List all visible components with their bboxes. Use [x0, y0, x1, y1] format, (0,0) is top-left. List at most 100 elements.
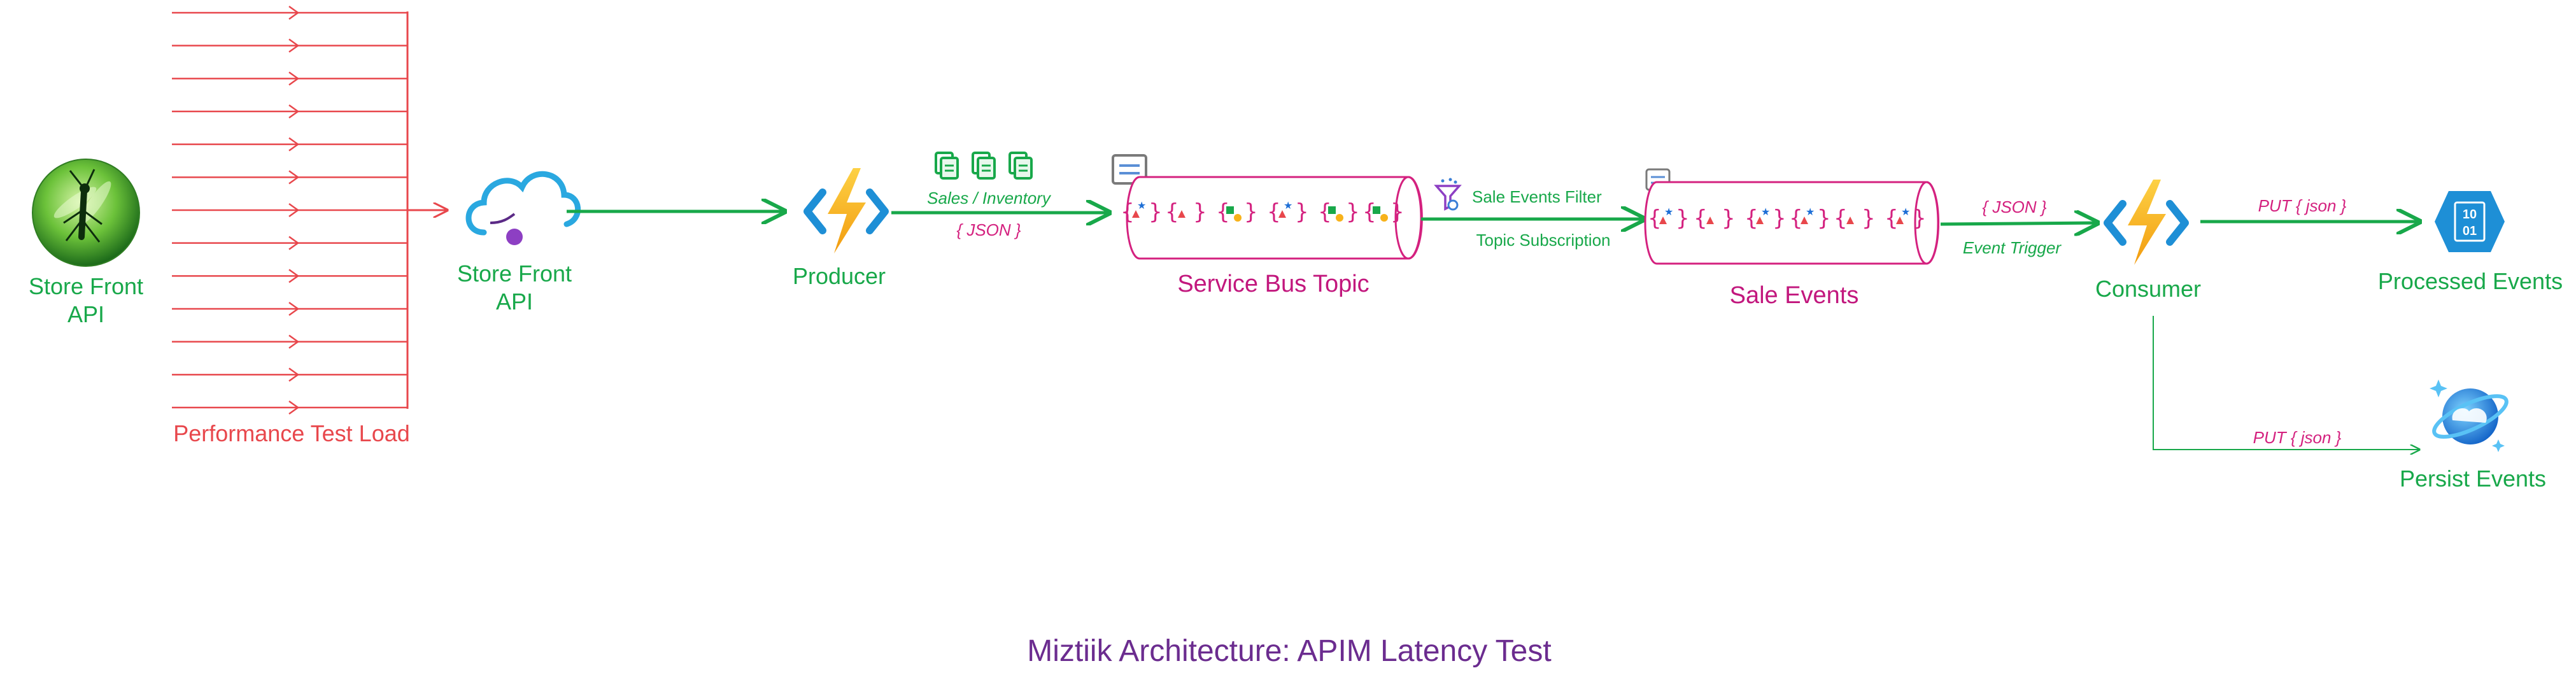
filter-edge-bottom-label: Topic Subscription — [1476, 231, 1611, 250]
svg-text:}: } — [1817, 206, 1831, 231]
document-icons — [935, 152, 1033, 180]
svg-text:{: { — [1789, 206, 1803, 231]
load-arrow-head — [288, 301, 300, 316]
svg-text:{: { — [1744, 206, 1759, 231]
producer-edge-top-label: Sales / Inventory — [927, 188, 1052, 208]
svg-text:★: ★ — [1664, 207, 1673, 218]
store-front-api-2-line1: Store Front — [457, 260, 572, 287]
svg-text:★: ★ — [1901, 207, 1910, 218]
consumer-label: Consumer — [2095, 276, 2201, 302]
svg-text:★: ★ — [1761, 207, 1770, 218]
store-front-api-apim: Store Front API — [457, 171, 581, 315]
message-icon: {}★ — [1885, 206, 1927, 231]
message-icon: {}★ — [1789, 206, 1831, 231]
message-icon: {}★ — [1648, 206, 1690, 231]
azure-function-icon — [2104, 180, 2189, 265]
service-bus-icon — [1112, 154, 1147, 185]
processed-events-node: 10 01 Processed Events — [2378, 191, 2563, 294]
svg-text:}: } — [1244, 199, 1258, 225]
load-arrow-head — [288, 5, 300, 20]
sale-events-messages: {}★{}{}★{}★{}{}★ — [1648, 206, 1927, 231]
message-icon: {} — [1165, 199, 1207, 225]
consumer-edge-bottom-label: Event Trigger — [1963, 238, 2062, 257]
load-label: Performance Test Load — [173, 420, 410, 446]
persist-events-node: Persist Events — [2400, 380, 2546, 492]
svg-text:{: { — [1216, 199, 1230, 225]
svg-text:★: ★ — [1284, 201, 1292, 211]
svg-text:}: } — [1295, 199, 1309, 225]
load-arrow-head — [288, 400, 300, 415]
topic-pipe — [1126, 176, 1423, 260]
message-icon: {}★ — [1267, 199, 1309, 225]
consumer-node: Consumer — [2095, 180, 2201, 302]
message-icon: {} — [1362, 199, 1405, 225]
load-arrow-head — [288, 367, 300, 382]
svg-text:}: } — [1193, 199, 1207, 225]
svg-text:{: { — [1121, 199, 1135, 225]
event-hub-icon: 10 01 — [2435, 191, 2505, 252]
store-front-api-1-line2: API — [67, 301, 104, 327]
cosmos-db-icon — [2430, 380, 2509, 452]
processed-edge-top-label: PUT { json } — [2258, 196, 2347, 215]
load-arrow-head — [288, 71, 300, 86]
sale-events-label: Sale Events — [1730, 282, 1859, 309]
message-icon: {} — [1216, 199, 1258, 225]
svg-text:}: } — [1391, 199, 1405, 225]
service-bus-topic-label: Service Bus Topic — [1177, 271, 1369, 297]
service-bus-topic-node: {}★{}{}{}★{}{} Service Bus Topic — [1112, 154, 1423, 297]
persist-events-label: Persist Events — [2400, 465, 2546, 492]
svg-text:}: } — [1913, 206, 1927, 231]
message-icon: {}★ — [1744, 206, 1787, 231]
svg-text:}: } — [1149, 199, 1163, 225]
load-arrow-head — [288, 334, 300, 349]
azure-function-icon — [803, 168, 889, 253]
consumer-edge-top-label: { JSON } — [1982, 197, 2046, 217]
document-icon — [1008, 152, 1033, 180]
svg-text:}: } — [1346, 199, 1360, 225]
svg-text:{: { — [1267, 199, 1281, 225]
svg-text:★: ★ — [1137, 201, 1146, 211]
locust-icon — [32, 159, 140, 267]
performance-test-load: Performance Test Load — [172, 5, 447, 446]
topic-messages: {}★{}{}{}★{}{} — [1121, 199, 1405, 225]
svg-text:}: } — [1773, 206, 1787, 231]
api-management-cloud-icon — [465, 171, 581, 245]
svg-text:★: ★ — [1806, 207, 1815, 218]
message-icon: {} — [1318, 199, 1360, 225]
load-arrow-head — [288, 269, 300, 283]
document-icon — [935, 152, 959, 180]
sale-events-to-consumer-arrow — [1940, 223, 2097, 224]
svg-text:{: { — [1885, 206, 1899, 231]
svg-text:{: { — [1362, 199, 1376, 225]
load-arrow-head — [288, 137, 300, 152]
message-icon: {} — [1694, 206, 1736, 231]
load-arrows — [172, 5, 407, 415]
producer-edge-bottom-label: { JSON } — [956, 220, 1021, 239]
svg-text:}: } — [1676, 206, 1690, 231]
message-icon: {} — [1834, 206, 1876, 231]
filter-icon — [1434, 178, 1462, 211]
producer-node: Producer — [793, 168, 889, 289]
producer-label: Producer — [793, 263, 886, 289]
event-hub-icon-text-2: 01 — [2463, 224, 2477, 238]
store-front-api-1-line1: Store Front — [29, 273, 143, 299]
svg-text:}: } — [1862, 206, 1876, 231]
document-icon — [972, 152, 996, 180]
load-arrow-head — [288, 170, 300, 185]
diagram-title: Miztiik Architecture: APIM Latency Test — [1027, 634, 1551, 668]
persist-edge-top-label: PUT { json } — [2253, 428, 2342, 447]
store-front-api-2-line2: API — [496, 288, 533, 315]
svg-text:{: { — [1694, 206, 1708, 231]
svg-text:{: { — [1834, 206, 1848, 231]
event-hub-icon-text-1: 10 — [2463, 208, 2477, 222]
load-arrow-head — [288, 38, 300, 53]
consumer-to-persist-arrow — [2153, 316, 2419, 450]
svg-text:{: { — [1318, 199, 1332, 225]
load-arrow-head — [288, 236, 300, 250]
processed-events-label: Processed Events — [2378, 268, 2563, 294]
load-arrow-head — [288, 104, 300, 119]
sale-events-node: {}★{}{}★{}★{}{}★ Sale Events — [1644, 168, 1940, 309]
load-arrow-head — [288, 202, 300, 218]
sale-events-pipe — [1644, 181, 1940, 265]
